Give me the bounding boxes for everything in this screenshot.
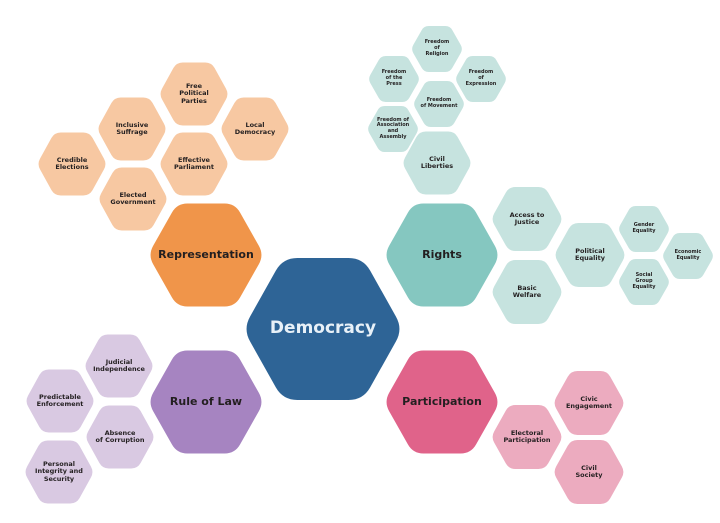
hexagon-civic-engagement — [554, 371, 624, 435]
hexagon-credible-elections — [38, 132, 106, 196]
hexagon-political-equality — [555, 223, 625, 287]
hexagon-freedom-of-association — [368, 106, 418, 152]
hexagon-participation — [386, 350, 498, 454]
hexagon-predictable-enforcement — [26, 369, 94, 433]
hexagon-civil-liberties — [403, 131, 471, 195]
hexagon-judicial-independence — [85, 334, 153, 398]
hexagon-freedom-of-expression — [456, 56, 506, 102]
hexagon-freedom-of-movement — [414, 81, 464, 127]
hexagon-free-political-parties — [160, 62, 228, 126]
hexagon-representation — [150, 203, 262, 307]
hexagon-electoral-participation — [492, 405, 562, 469]
hexagon-social-group-equality — [619, 259, 669, 305]
hexagon-absence-of-corruption — [86, 405, 154, 469]
hexagon-democracy — [246, 258, 400, 400]
hexagon-inclusive-suffrage — [98, 97, 166, 161]
hexagon-access-to-justice — [492, 187, 562, 251]
hexagon-economic-equality — [663, 233, 713, 279]
hexagon-rule-of-law — [150, 350, 262, 454]
hexagon-freedom-of-the-press — [369, 56, 419, 102]
hexagon-local-democracy — [221, 97, 289, 161]
hexagon-personal-integrity-and-security — [25, 440, 93, 504]
hexagon-gender-equality — [619, 206, 669, 252]
hexagon-elected-government — [99, 167, 167, 231]
hexagon-basic-welfare — [492, 260, 562, 324]
hexagon-rights — [386, 203, 498, 307]
hexagon-civil-society — [554, 440, 624, 504]
hexagon-freedom-of-religion — [412, 26, 462, 72]
hexagon-effective-parliament — [160, 132, 228, 196]
